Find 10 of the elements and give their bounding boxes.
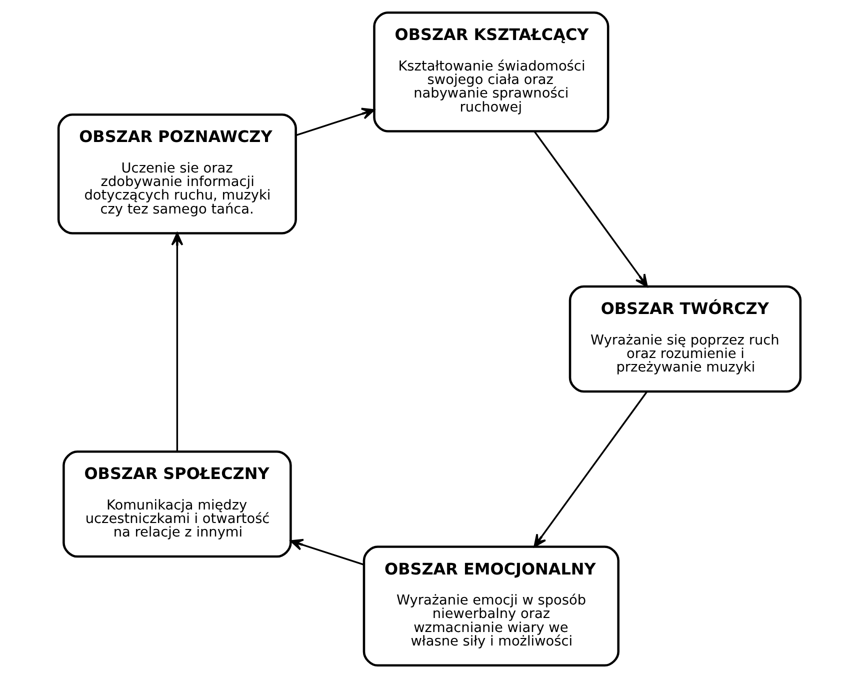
arrow [170,232,183,452]
node-box: OBSZAR KSZTAŁCĄCY Kształtowanie świadomości swojego ciała oraz nabywanie sprawności ruchowej [372,11,609,132]
node-box: OBSZAR POZNAWCZY Uczenie sie oraz zdobywanie informacji dotyczących ruchu, muzyki czy tez samego tańca. [56,113,296,234]
arrow [533,131,648,288]
arrow [290,538,364,566]
arrow [295,108,374,136]
node-box: OBSZAR EMOCJONALNY Wyrażanie emocji w sposób niewerbalny oraz wzmacnianie wiary we własne siły i możliwości [362,546,619,667]
arrow [533,391,648,548]
node-box: OBSZAR SPOŁECZNY Komunikacja między uczestniczkami i otwartość na relacje z innymi [62,450,292,558]
node-box: OBSZAR TWÓRCZY Wyrażanie się poprzez ruch oraz rozumienie i przeżywanie muzyki [568,285,802,393]
